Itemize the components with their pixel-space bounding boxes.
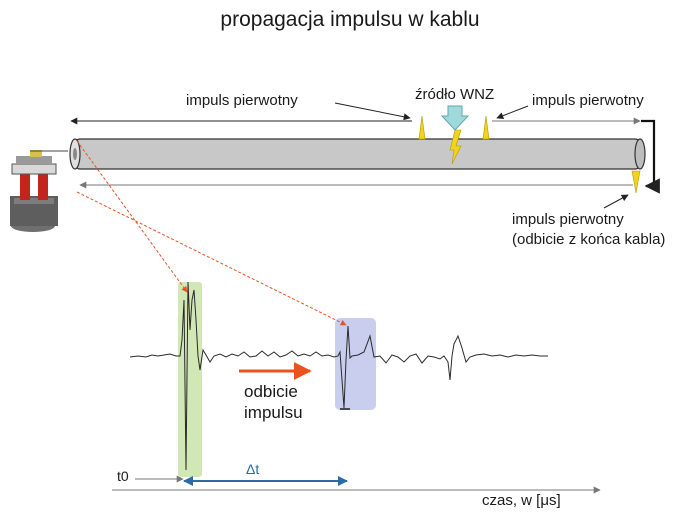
initial-pulse-highlight — [178, 282, 202, 477]
waveform-trace — [129, 281, 548, 471]
label-reflection-line2: (odbicie z końca kabla) — [512, 231, 666, 248]
label-delta-t: Δt — [246, 461, 260, 477]
discharge-spark-icon — [449, 129, 462, 165]
label-primary-pulse-left: impuls pierwotny — [186, 92, 298, 109]
test-device-icon — [10, 150, 68, 232]
cable-end-reflection-bracket — [641, 119, 660, 194]
pointer-reflection-label — [603, 194, 629, 209]
label-time-axis: czas, w [μs] — [482, 492, 561, 509]
ray-reflected-pulse — [76, 191, 347, 326]
label-primary-pulse-right: impuls pierwotny — [532, 92, 644, 109]
reflected-pulse-marker — [631, 170, 641, 194]
label-pulse-reflection-line2: impulsu — [244, 403, 303, 422]
ray-initial-pulse — [76, 140, 188, 293]
label-pulse-reflection-line1: odbicie — [244, 382, 298, 401]
primary-pulse-left-marker — [418, 115, 426, 140]
label-reflection-line1: impuls pierwotny — [512, 211, 624, 228]
cable — [69, 138, 646, 170]
label-t0: t0 — [117, 468, 129, 484]
label-source: źródło WNZ — [415, 86, 495, 103]
pointer-right-label — [496, 105, 529, 119]
pointer-left-label — [334, 102, 411, 121]
primary-pulse-right-marker — [482, 115, 490, 140]
source-down-arrow-icon — [440, 105, 470, 131]
diagram-title: propagacja impulsu w kablu — [220, 8, 480, 31]
